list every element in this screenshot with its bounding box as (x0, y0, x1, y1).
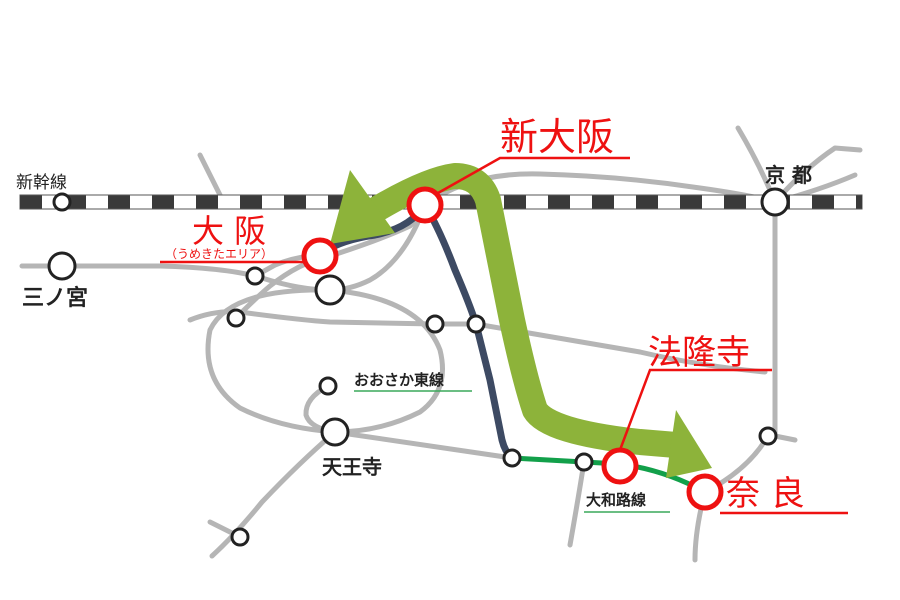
station-tennoji (320, 417, 350, 447)
station-node (226, 308, 246, 328)
station-node (502, 448, 522, 468)
shin-osaka-label: 新大阪 (500, 115, 614, 159)
stations-medium (47, 187, 790, 447)
station-sannomiya (47, 251, 77, 281)
route-arrow (330, 163, 712, 478)
shinkansen-label: 新幹線 (16, 172, 67, 193)
station-node (425, 314, 445, 334)
station-node (574, 452, 594, 472)
tennoji-label: 天王寺 (322, 455, 382, 479)
osaka-label: 大 阪 (192, 212, 266, 250)
station-nara (686, 473, 724, 511)
station-osaka-umekita (301, 237, 339, 275)
osaka-sub-label: （うめきたエリア） (165, 247, 273, 261)
leader-lines (160, 156, 848, 515)
station-kyoto (760, 187, 790, 217)
stations-small (52, 192, 778, 547)
osaka-higashi-route (316, 201, 516, 462)
station-node (758, 426, 778, 446)
yamatoji-label: 大和路線 (586, 491, 646, 509)
kyoto-label: 京 都 (765, 163, 812, 187)
osaka-higashi-label: おおさか東線 (354, 371, 444, 389)
station-node (245, 266, 265, 286)
sannomiya-label: 三ノ宮 (22, 285, 88, 311)
stations-highlighted (301, 186, 724, 511)
station-shin-osaka (406, 186, 444, 224)
station-horyuji (601, 447, 639, 485)
station-node (466, 314, 486, 334)
station-node (52, 192, 72, 212)
station-node (318, 376, 338, 396)
nara-label: 奈 良 (726, 474, 805, 514)
horyuji-label: 法隆寺 (648, 333, 750, 373)
station-osaka-main (314, 274, 346, 306)
station-node (230, 527, 250, 547)
